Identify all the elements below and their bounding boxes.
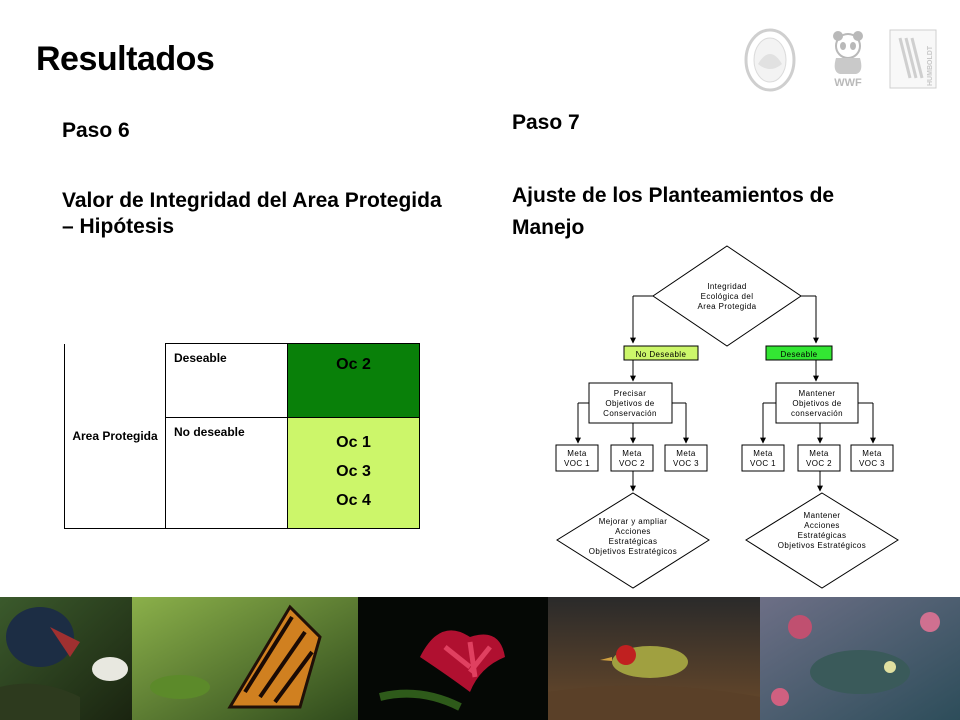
meta-line: VOC 2 xyxy=(619,459,645,468)
branch-label-no-deseable xyxy=(623,345,699,361)
box-mantener xyxy=(775,382,859,424)
hypothesis-table: Area Protegida Deseable Oc 2 No deseable… xyxy=(64,343,420,529)
meta-line: Meta xyxy=(622,449,642,458)
meta-line: VOC 1 xyxy=(750,459,776,468)
photo-strip xyxy=(0,597,960,720)
row-label-deseable: Deseable xyxy=(165,343,288,418)
photo-person-plants xyxy=(0,597,132,720)
meta-line: Meta xyxy=(567,449,587,458)
meta-line: VOC 3 xyxy=(673,459,699,468)
decision-line: Objetivos Estratégicos xyxy=(589,547,677,556)
box-line: Objetivos de xyxy=(792,399,841,408)
oc-item: Oc 4 xyxy=(336,492,371,509)
cell-no-deseable: Oc 1 Oc 3 Oc 4 xyxy=(287,417,420,529)
photo-butterfly xyxy=(132,597,358,720)
cell-deseable: Oc 2 xyxy=(287,343,420,418)
decision-line: Estratégicas xyxy=(798,531,847,540)
meta-box-left-voc3 xyxy=(664,444,708,472)
hypothesis-table-wrap: Area Protegida Deseable Oc 2 No deseable… xyxy=(64,343,420,529)
meta-line: VOC 2 xyxy=(806,459,832,468)
paso6-heading: Valor de Integridad del Area Protegida –… xyxy=(62,189,442,238)
meta-line: Meta xyxy=(676,449,696,458)
decision-line: Mejorar y ampliar xyxy=(599,517,668,526)
box-line: Objetivos de xyxy=(605,399,654,408)
branch-label-text: Deseable xyxy=(780,350,817,359)
decision-line: Objetivos Estratégicos xyxy=(778,541,866,550)
wwf-panda-logo: WWF xyxy=(833,31,863,89)
meta-box-left-voc2 xyxy=(610,444,654,472)
box-precisar xyxy=(588,382,673,424)
box-line: Conservación xyxy=(603,409,657,418)
oc-item: Oc 3 xyxy=(336,463,371,480)
slide-title: Resultados xyxy=(36,40,215,78)
meta-box-right-voc2 xyxy=(797,444,841,472)
meta-line: Meta xyxy=(862,449,882,458)
photo-reef-fish xyxy=(760,597,960,720)
emblem-logo xyxy=(744,28,796,92)
root-line-3: Area Protegida xyxy=(698,302,757,311)
root-line-1: Integridad xyxy=(707,282,747,291)
box-line: Mantener xyxy=(799,389,836,398)
box-line: Precisar xyxy=(614,389,647,398)
meta-line: VOC 3 xyxy=(859,459,885,468)
root-line-2: Ecológica del xyxy=(701,292,754,301)
meta-box-left-voc1 xyxy=(555,444,599,472)
meta-line: Meta xyxy=(753,449,773,458)
humboldt-text: HUMBOLDT xyxy=(927,45,934,86)
paso7-label: Paso 7 xyxy=(512,111,580,134)
decision-line: Estratégicas xyxy=(609,537,658,546)
decision-line: Acciones xyxy=(615,527,651,536)
oc-item: Oc 1 xyxy=(336,434,371,451)
decision-diamond-right xyxy=(745,492,899,589)
wwf-text: WWF xyxy=(834,77,862,89)
root-diamond xyxy=(652,245,802,347)
meta-line: VOC 1 xyxy=(564,459,590,468)
box-line: conservación xyxy=(791,409,843,418)
meta-box-right-voc3 xyxy=(850,444,894,472)
decision-line: Mantener xyxy=(804,511,841,520)
paso7-heading: Ajuste de los Planteamientos de Manejo xyxy=(512,184,835,239)
photo-red-flower xyxy=(358,597,548,720)
paso6-label: Paso 6 xyxy=(62,119,130,142)
meta-line: Meta xyxy=(809,449,829,458)
humboldt-logo: HUMBOLDT xyxy=(889,29,937,89)
row-header-area-protegida: Area Protegida xyxy=(64,343,166,529)
photo-bird xyxy=(548,597,760,720)
oc-item: Oc 2 xyxy=(336,356,371,373)
meta-box-right-voc1 xyxy=(741,444,785,472)
logos: WWF HUMBOLDT xyxy=(744,28,937,92)
decision-diamond-left xyxy=(556,492,710,589)
branch-label-deseable xyxy=(765,345,833,361)
branch-label-text: No Deseable xyxy=(636,350,687,359)
row-label-no-deseable: No deseable xyxy=(165,417,288,529)
decision-line: Acciones xyxy=(804,521,840,530)
